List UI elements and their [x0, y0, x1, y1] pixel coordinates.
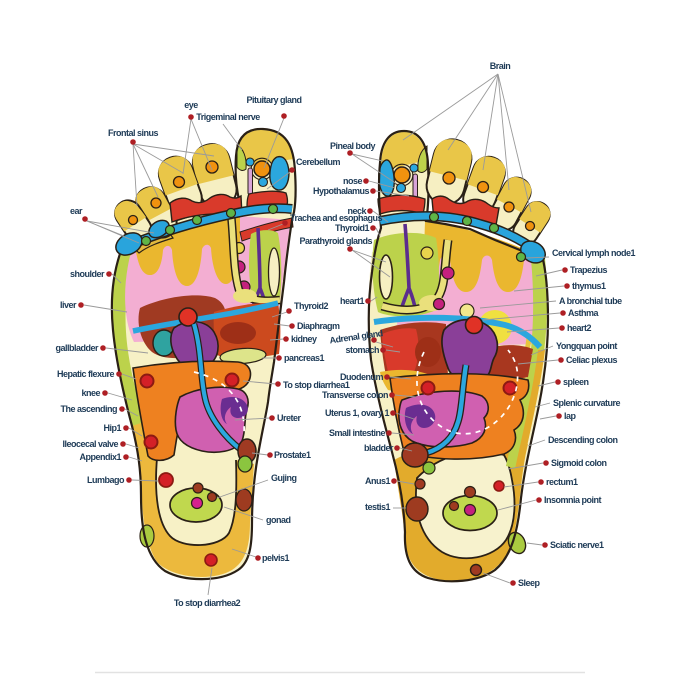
svg-text:Cervical lymph node1: Cervical lymph node1 — [552, 248, 636, 258]
svg-text:Ureter: Ureter — [277, 413, 302, 423]
svg-text:Sigmoid colon: Sigmoid colon — [551, 458, 607, 468]
svg-text:lap: lap — [564, 411, 577, 421]
svg-text:Frontal sinus: Frontal sinus — [108, 128, 158, 138]
svg-text:Diaphragm: Diaphragm — [297, 321, 340, 331]
svg-text:pancreas1: pancreas1 — [284, 353, 325, 363]
svg-text:rectum1: rectum1 — [546, 477, 578, 487]
svg-text:Yongquan point: Yongquan point — [556, 341, 617, 351]
svg-text:Transverse colon: Transverse colon — [322, 390, 388, 400]
svg-text:heart2: heart2 — [567, 323, 592, 333]
svg-text:shoulder: shoulder — [70, 269, 105, 279]
svg-text:Thyroid1: Thyroid1 — [335, 223, 369, 233]
svg-text:Lumbago: Lumbago — [87, 475, 125, 485]
svg-text:Duodenum: Duodenum — [340, 372, 383, 382]
svg-text:Sleep: Sleep — [518, 578, 541, 588]
svg-text:Small intestine: Small intestine — [329, 428, 386, 438]
svg-text:Splenic curvature: Splenic curvature — [553, 398, 621, 408]
svg-text:Appendix1: Appendix1 — [79, 452, 121, 462]
svg-text:liver: liver — [60, 300, 77, 310]
svg-text:stomach: stomach — [345, 345, 379, 355]
svg-text:Cerebellum: Cerebellum — [296, 157, 341, 167]
svg-text:Pituitary gland: Pituitary gland — [246, 95, 301, 105]
svg-text:spleen: spleen — [563, 377, 589, 387]
svg-text:Trigeminal nerve: Trigeminal nerve — [196, 112, 260, 122]
svg-text:Ileocecal valve: Ileocecal valve — [62, 439, 118, 449]
svg-text:neck: neck — [347, 206, 367, 216]
svg-text:nose: nose — [343, 176, 363, 186]
svg-text:To stop diarrhea2: To stop diarrhea2 — [174, 598, 241, 608]
svg-text:A bronchial tube: A bronchial tube — [559, 296, 622, 306]
svg-text:Thyroid2: Thyroid2 — [294, 301, 328, 311]
svg-text:The ascending: The ascending — [60, 404, 117, 414]
svg-text:eye: eye — [184, 100, 198, 110]
svg-text:ear: ear — [70, 206, 83, 216]
svg-text:bladder: bladder — [364, 443, 394, 453]
svg-text:kidney: kidney — [291, 334, 317, 344]
svg-text:Insomnia point: Insomnia point — [544, 495, 602, 505]
svg-text:Celiac plexus: Celiac plexus — [566, 355, 618, 365]
svg-text:knee: knee — [81, 388, 100, 398]
svg-text:testis1: testis1 — [365, 502, 391, 512]
svg-text:Hypothalamus: Hypothalamus — [313, 186, 370, 196]
svg-text:Pineal body: Pineal body — [330, 141, 376, 151]
svg-text:Hip1: Hip1 — [103, 423, 121, 433]
svg-text:Anus1: Anus1 — [365, 476, 391, 486]
svg-text:heart1: heart1 — [340, 296, 365, 306]
svg-text:Asthma: Asthma — [568, 308, 600, 318]
svg-text:Uterus 1, ovary 1: Uterus 1, ovary 1 — [325, 408, 390, 418]
svg-text:Trapezius: Trapezius — [570, 265, 608, 275]
svg-text:Descending colon: Descending colon — [548, 435, 618, 445]
svg-text:Parathyroid glands: Parathyroid glands — [299, 236, 372, 246]
svg-text:Sciatic nerve1: Sciatic nerve1 — [550, 540, 604, 550]
svg-text:gonad: gonad — [266, 515, 291, 525]
svg-text:Hepatic flexure: Hepatic flexure — [57, 369, 115, 379]
svg-text:To stop diarrhea1: To stop diarrhea1 — [283, 380, 350, 390]
svg-text:Gujing: Gujing — [271, 473, 297, 483]
svg-text:Prostate1: Prostate1 — [274, 450, 311, 460]
svg-text:Trachea and esophagus: Trachea and esophagus — [290, 213, 383, 223]
svg-text:Brain: Brain — [490, 61, 511, 71]
svg-text:pelvis1: pelvis1 — [262, 553, 290, 563]
svg-text:thymus1: thymus1 — [572, 281, 606, 291]
svg-text:gallbladder: gallbladder — [55, 343, 99, 353]
